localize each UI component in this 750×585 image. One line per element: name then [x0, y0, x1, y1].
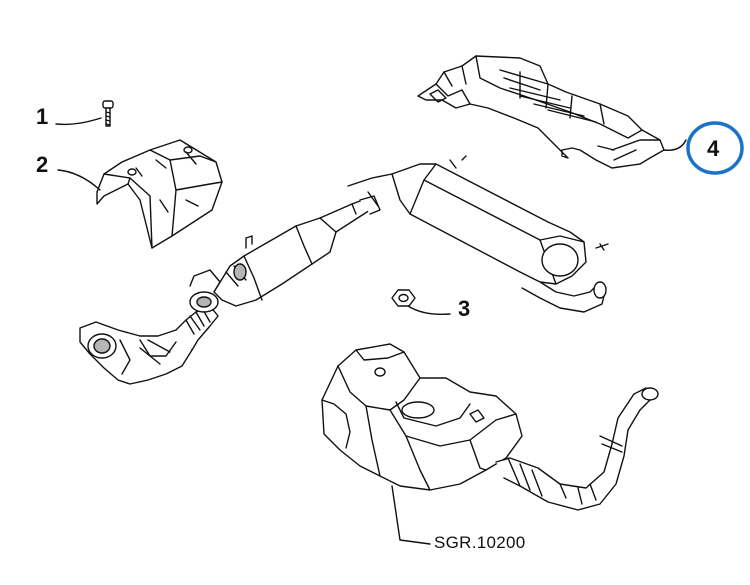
callout-4: 4 [707, 136, 720, 161]
callout-4-highlight-circle [686, 121, 744, 175]
leader-line-1 [55, 117, 102, 126]
leader-line-tank [391, 485, 431, 545]
callout-1: 1 [36, 104, 49, 129]
leader-line-4 [663, 139, 687, 151]
heat-shield-part[interactable] [96, 139, 223, 249]
leader-line-3 [407, 305, 451, 316]
underbody-heat-shield-part[interactable] [417, 55, 665, 169]
callout-2: 2 [36, 152, 49, 177]
callout-3: 3 [458, 296, 471, 321]
fuel-tank-part[interactable] [321, 343, 659, 511]
nut-part[interactable] [391, 289, 416, 307]
reference-code: SGR.10200 [434, 533, 526, 552]
exhaust-system-part[interactable] [79, 155, 609, 385]
leader-line-2 [57, 169, 101, 191]
bolt-part[interactable] [102, 100, 114, 127]
